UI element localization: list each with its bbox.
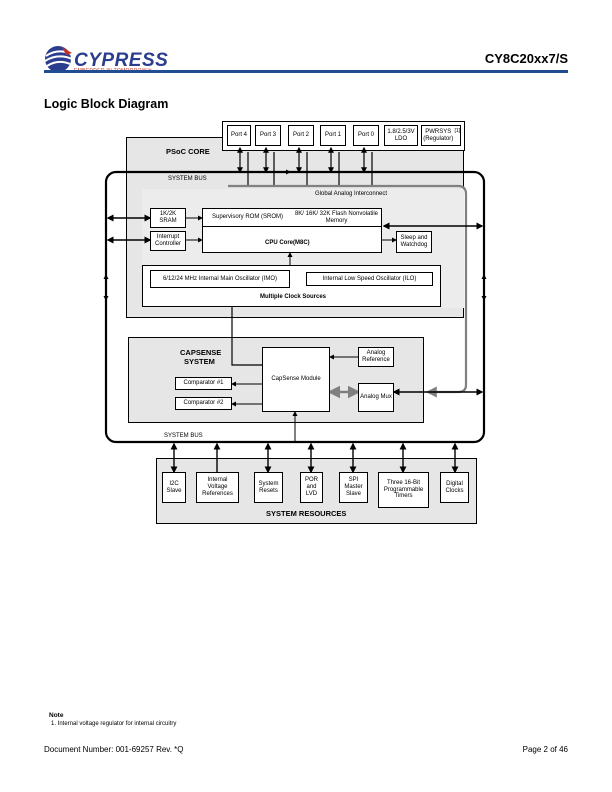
clock-sources-label: Multiple Clock Sources <box>260 294 327 300</box>
port-4: Port 4 <box>227 125 251 146</box>
system-bus-top-label: SYSTEM BUS <box>168 176 207 182</box>
page-number: Page 2 of 46 <box>522 745 568 754</box>
sleep-watchdog-block: Sleep and Watchdog <box>396 231 432 253</box>
timers-block: Three 16-Bit Programmable Timers <box>378 472 429 508</box>
spi-block: SPI Master Slave <box>339 472 368 503</box>
psoc-core-title: PSoC CORE <box>166 147 210 156</box>
port-1: Port 1 <box>320 125 346 146</box>
note-text: 1. Internal voltage regulator for intern… <box>51 721 177 727</box>
flash-block: 8K/ 16K/ 32K Flash Nonvolatile Memory <box>292 209 381 227</box>
system-resources-title: SYSTEM RESOURCES <box>266 509 347 518</box>
ilo-block: Internal Low Speed Oscillator (ILO) <box>306 272 433 286</box>
port-2: Port 2 <box>288 125 314 146</box>
cypress-globe-icon <box>44 46 73 72</box>
capsense-title-1: CAPSENSE <box>180 348 222 357</box>
cpu-core-block: Supervisory ROM (SROM) 8K/ 16K/ 32K Flas… <box>202 208 382 253</box>
port-0: Port 0 <box>353 125 379 146</box>
srom-block: Supervisory ROM (SROM) <box>203 209 293 227</box>
imo-block: 6/12/24 MHz Internal Main Oscillator (IM… <box>150 270 290 288</box>
cpu-core-label: CPU Core(M8C) <box>265 240 310 246</box>
global-analog-label: Global Analog Interconnect <box>315 191 388 197</box>
capsense-title-2: SYSTEM <box>184 357 215 366</box>
pwrsys-label: PWRSYS (Regulator) <box>423 128 454 142</box>
header-rule <box>44 70 568 73</box>
i2c-slave-block: I2C Slave <box>162 472 186 503</box>
digital-clocks-block: Digital Clocks <box>440 472 469 503</box>
comparator-1-block: Comparator #1 <box>175 377 232 390</box>
voltage-references-block: Internal Voltage References <box>196 472 239 503</box>
brand-name: CYPRESS <box>74 50 169 71</box>
note-heading: Note <box>49 712 64 719</box>
system-bus-bottom-label: SYSTEM BUS <box>164 433 203 439</box>
por-lvd-block: POR and LVD <box>300 472 323 503</box>
interrupt-controller-block: Interrupt Controller <box>150 231 186 251</box>
port-3: Port 3 <box>255 125 281 146</box>
part-number: CY8C20xx7/S <box>484 51 568 66</box>
clock-sources-block: 6/12/24 MHz Internal Main Oscillator (IM… <box>142 265 441 307</box>
system-resets-block: System Resets <box>254 472 283 503</box>
cypress-logo <box>42 44 74 74</box>
sram-block: 1K/2K SRAM <box>150 208 186 228</box>
document-number: Document Number: 001-69257 Rev. *Q <box>44 745 184 754</box>
comparator-2-block: Comparator #2 <box>175 397 232 410</box>
section-title: Logic Block Diagram <box>44 97 169 111</box>
pwrsys-block: PWRSYS (Regulator) [1] <box>421 125 461 146</box>
ldo-block: 1.8/2.5/3V LDO <box>384 125 418 146</box>
analog-reference-block: Analog Reference <box>358 347 394 367</box>
capsense-module-block: CapSense Module <box>262 347 330 412</box>
pwrsys-footnote: [1] <box>454 127 460 134</box>
analog-mux-block: Analog Mux <box>358 383 394 412</box>
